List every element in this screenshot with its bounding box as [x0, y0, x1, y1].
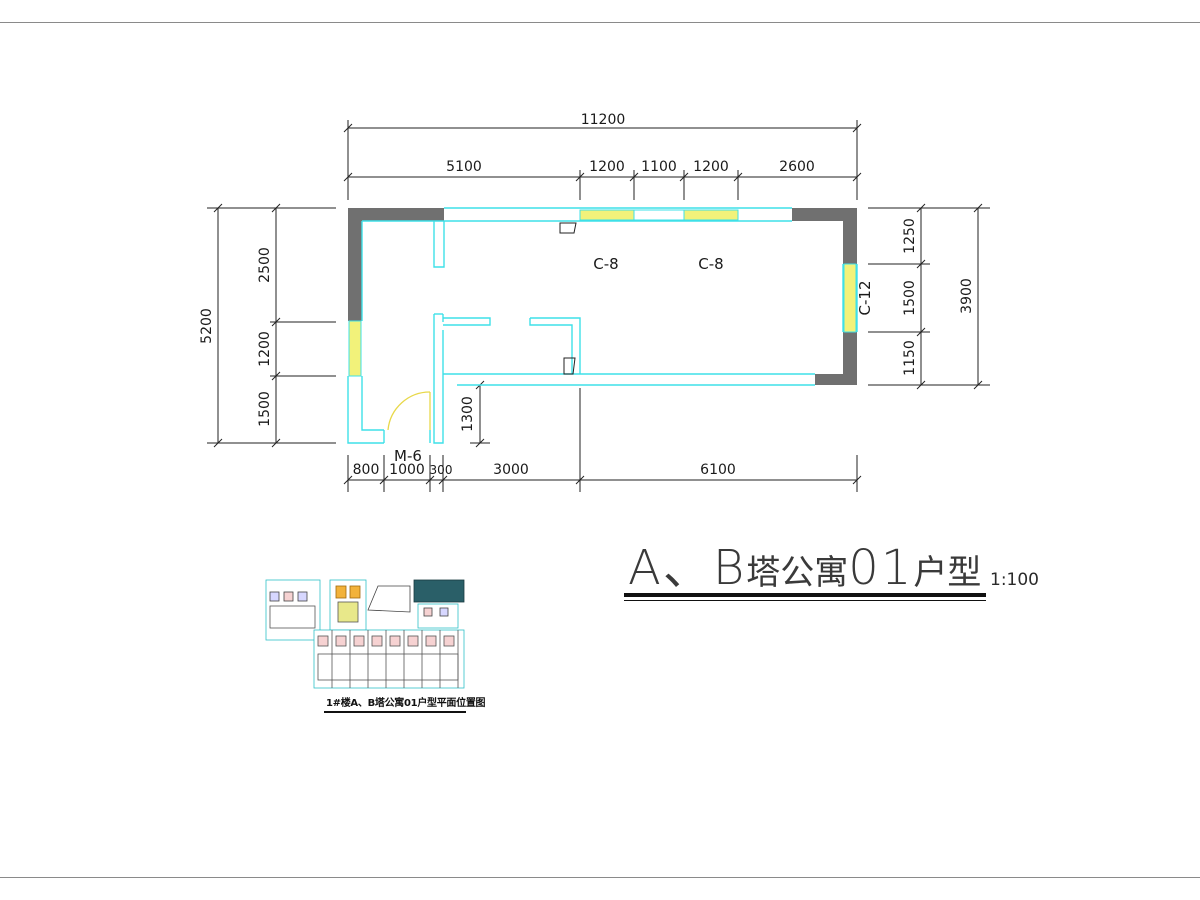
windows — [348, 209, 857, 377]
dim-left-seg-2: 1200 — [257, 331, 273, 367]
frame-bottom-border — [0, 877, 1200, 878]
dim-inner-1300: 1300 — [460, 396, 476, 432]
dim-left-seg-1: 2500 — [257, 247, 273, 283]
dim-left-overall: 5200 — [199, 308, 215, 344]
opening-labels: C-8 C-8 C-12 M-6 — [394, 255, 874, 465]
dim-bottom-seg-4: 3000 — [493, 462, 529, 478]
dim-bottom-seg-5: 6100 — [700, 462, 736, 478]
dim-top-seg-3: 1100 — [641, 159, 677, 175]
door-m6 — [387, 391, 431, 431]
dim-top-seg-1: 5100 — [446, 159, 482, 175]
dim-right-seg-3: 1150 — [902, 340, 918, 376]
window-c8-right — [683, 209, 739, 221]
key-plan-underline — [324, 711, 466, 713]
label-c12: C-12 — [856, 281, 874, 316]
key-plan-thumbnail — [265, 577, 465, 689]
wall-solid-right-lower — [843, 332, 857, 385]
dim-bottom-seg-1: 800 — [353, 462, 380, 478]
wall-solid-top-left — [348, 208, 444, 221]
window-gap-mid — [633, 209, 685, 221]
dim-bottom-seg-2: 1000 — [389, 462, 425, 478]
wall-solid-left-upper — [348, 208, 362, 321]
title-number: 01 — [848, 540, 914, 596]
frame-top-border — [0, 22, 1200, 23]
dim-bottom-seg-3: 300 — [430, 463, 453, 477]
dim-right-overall: 3900 — [959, 278, 975, 314]
wall-solid-top-right — [792, 208, 857, 221]
drawing-title: A、B塔公寓01户型 — [628, 528, 981, 598]
dimension-lines — [207, 120, 990, 492]
label-c8-right: C-8 — [698, 255, 723, 273]
walls — [347, 207, 858, 444]
dimension-texts: 11200 5100 1200 1100 1200 2600 5200 2500… — [199, 112, 975, 478]
title-underline-thick — [624, 593, 986, 597]
dim-top-seg-5: 2600 — [779, 159, 815, 175]
title-cjk-2: 户型 — [913, 553, 982, 593]
dim-right-seg-2: 1500 — [902, 280, 918, 316]
drawing-scale: 1:100 — [990, 570, 1039, 590]
title-cjk-1: 塔公寓 — [746, 553, 849, 593]
key-plan-caption: 1#楼A、B塔公寓01户型平面位置图 — [326, 698, 486, 709]
label-c8-left: C-8 — [593, 255, 618, 273]
title-underline-thin — [624, 600, 986, 601]
label-m6: M-6 — [394, 447, 422, 465]
window-c8-left — [579, 209, 635, 221]
window-c12 — [843, 263, 857, 333]
dim-right-seg-1: 1250 — [902, 218, 918, 254]
dim-top-seg-2: 1200 — [589, 159, 625, 175]
dim-top-overall: 11200 — [581, 112, 626, 128]
title-latin: A、B — [628, 540, 747, 596]
window-left — [348, 320, 362, 377]
dim-top-seg-4: 1200 — [693, 159, 729, 175]
dim-left-seg-3: 1500 — [257, 391, 273, 427]
wall-solid-bottom-right — [815, 374, 857, 385]
fixture-markers — [559, 222, 577, 375]
wall-solid-right-upper — [843, 208, 857, 264]
